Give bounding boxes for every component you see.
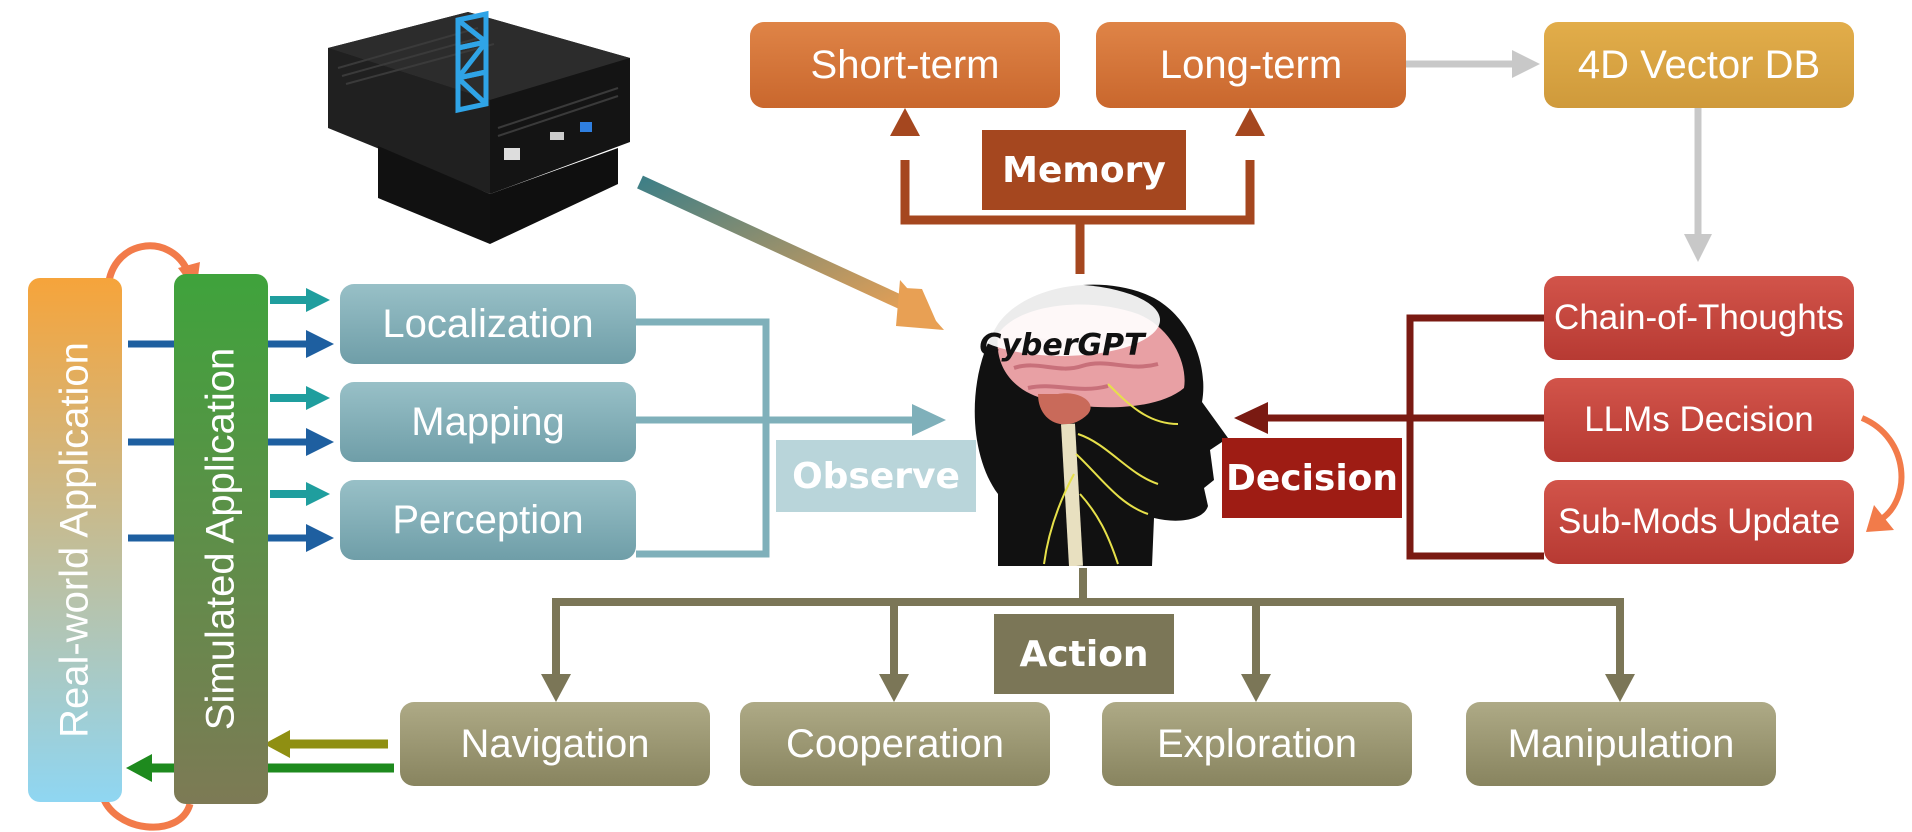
simulated-application-label: Simulated Application bbox=[198, 347, 243, 731]
arrow-to-brain-observe bbox=[912, 404, 946, 436]
edge-computer-device-icon bbox=[328, 10, 630, 244]
localization-box: Localization bbox=[340, 284, 636, 364]
vector-db-box: 4D Vector DB bbox=[1544, 22, 1854, 108]
chain-of-thoughts-box: Chain-of-Thoughts bbox=[1544, 276, 1854, 360]
submods-update-box: Sub-Mods Update bbox=[1544, 480, 1854, 564]
real-world-application-label: Real-world Application bbox=[52, 342, 97, 738]
arrow-to-short-term bbox=[890, 108, 920, 136]
real-world-application-bar: Real-world Application bbox=[28, 278, 122, 802]
memory-connectors bbox=[900, 160, 1255, 274]
simulated-application-bar: Simulated Application bbox=[174, 274, 268, 804]
cooperation-box: Cooperation bbox=[740, 702, 1050, 786]
mapping-box: Mapping bbox=[340, 382, 636, 462]
exploration-box: Exploration bbox=[1102, 702, 1412, 786]
bottom-loop-arrow bbox=[98, 792, 194, 831]
navigation-box: Navigation bbox=[400, 702, 710, 786]
arrow-to-exploration bbox=[1241, 674, 1271, 702]
submods-loop-arrow bbox=[1860, 415, 1905, 523]
memory-label: Memory bbox=[982, 130, 1186, 210]
action-connectors bbox=[552, 568, 1624, 680]
decision-label: Decision bbox=[1222, 438, 1402, 518]
human-head-brain-icon bbox=[964, 284, 1228, 566]
brain-label: CyberGPT bbox=[979, 327, 1145, 363]
decision-connectors bbox=[1260, 314, 1544, 560]
submods-loop-head bbox=[1866, 505, 1894, 532]
manipulation-box: Manipulation bbox=[1466, 702, 1776, 786]
arrow-to-brain-decision bbox=[1234, 402, 1268, 434]
perception-box: Perception bbox=[340, 480, 636, 560]
arrow-to-navigation bbox=[541, 674, 571, 702]
device-arrow-line bbox=[637, 175, 921, 317]
arrow-to-long-term bbox=[1235, 108, 1265, 136]
long-term-box: Long-term bbox=[1096, 22, 1406, 108]
llms-decision-box: LLMs Decision bbox=[1544, 378, 1854, 462]
action-label: Action bbox=[994, 614, 1174, 694]
arrow-to-cooperation bbox=[879, 674, 909, 702]
db-connectors bbox=[1406, 50, 1712, 262]
top-loop-arrow bbox=[104, 242, 192, 293]
device-arrow-head-2 bbox=[896, 280, 944, 330]
observe-connectors bbox=[636, 318, 918, 558]
short-term-box: Short-term bbox=[750, 22, 1060, 108]
arrow-to-manipulation bbox=[1605, 674, 1635, 702]
observe-label: Observe bbox=[776, 440, 976, 512]
